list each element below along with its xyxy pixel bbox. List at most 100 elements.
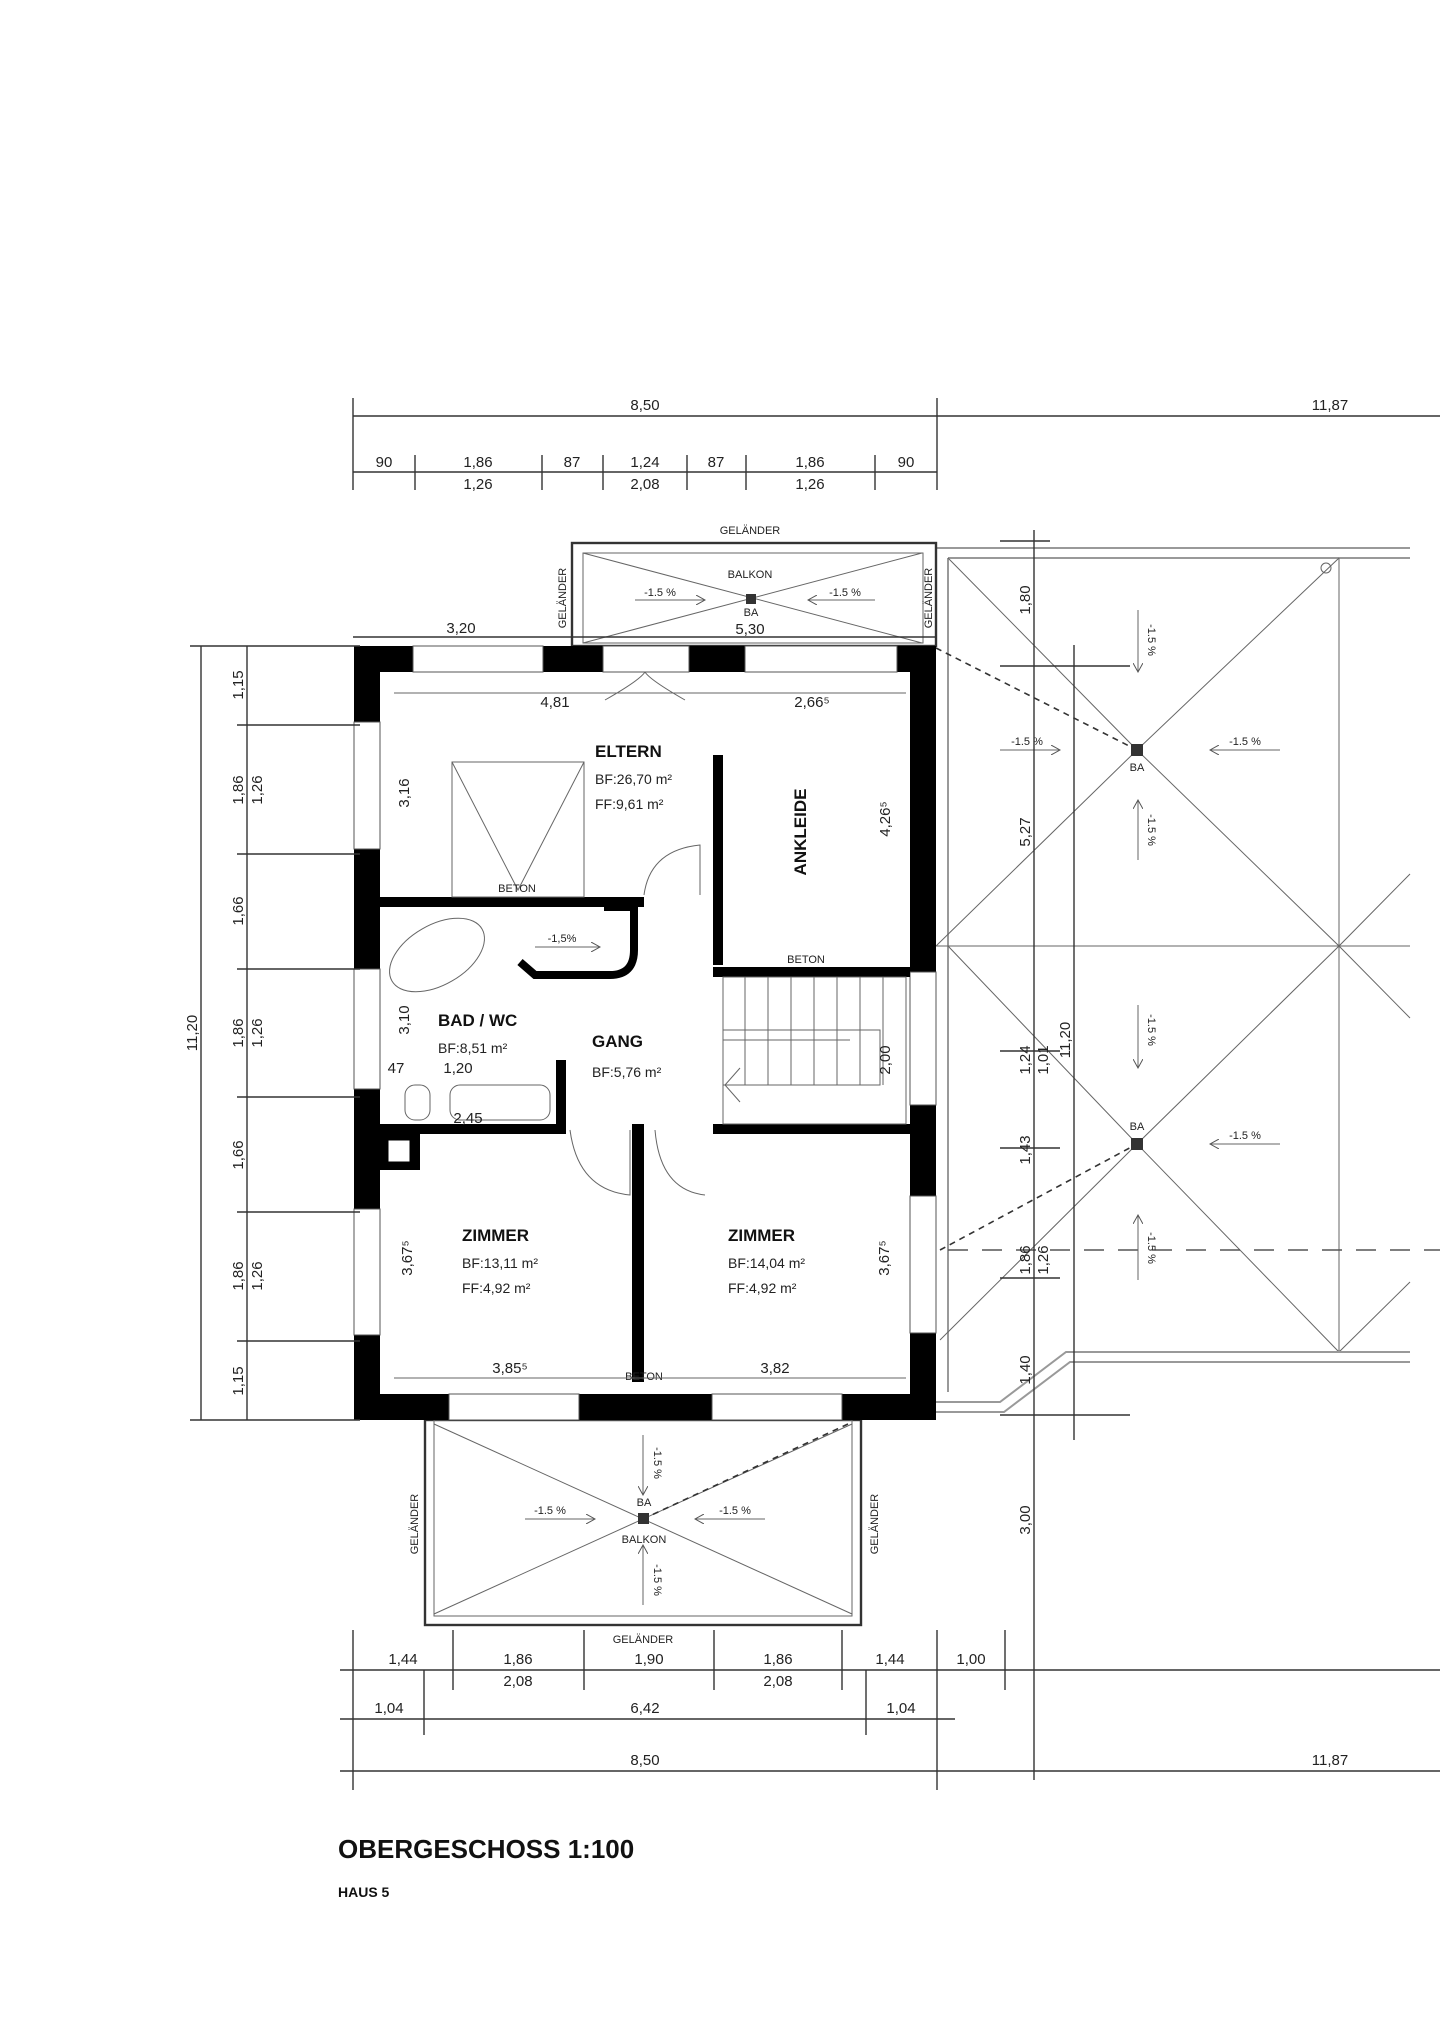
slope-label: -1.5 %: [1229, 1130, 1261, 1142]
room-name: ELTERN: [595, 742, 662, 761]
dimension: 11,87: [1312, 1752, 1348, 1769]
dimension: 1,86: [763, 1651, 792, 1668]
room-area: BF:8,51 m²: [438, 1040, 508, 1056]
dimension: 2,00: [877, 1045, 894, 1074]
room-zimmer-right: ZIMMER BF:14,04 m² FF:4,92 m² 3,67⁵ 3,82…: [394, 1226, 906, 1383]
building-walls: [353, 645, 937, 1421]
dimension: 11,20: [1057, 1022, 1074, 1058]
dimension: 1,15: [230, 670, 247, 699]
dimension: 3,67⁵: [399, 1240, 416, 1275]
drain-label: BA: [1130, 1121, 1145, 1133]
dimension: 5,27: [1017, 817, 1034, 846]
dimension: 87: [708, 454, 725, 471]
dimension: 1,86: [503, 1651, 532, 1668]
dimension: 1,15: [230, 1366, 247, 1395]
dimension: 1,86: [230, 1018, 247, 1047]
dimension-chain-top: 8,50 11,87 90 1,86 87 1,24 87 1,86 90 1,…: [352, 397, 1440, 493]
dimension: 2,08: [763, 1673, 792, 1690]
dimension: 90: [898, 454, 915, 471]
dimension: 11,87: [1312, 397, 1348, 414]
room-area: BF:26,70 m²: [595, 771, 672, 787]
dimension: 5,30: [735, 621, 764, 638]
dimension: 1,66: [230, 896, 247, 925]
room-area: BF:5,76 m²: [592, 1064, 662, 1080]
material-label: BETON: [625, 1371, 663, 1383]
slope-label: -1.5 %: [1145, 1014, 1157, 1046]
dimension: 4,26⁵: [877, 801, 894, 836]
dimension: 1,44: [875, 1651, 904, 1668]
dimension: 1,40: [1017, 1355, 1034, 1384]
railing-label: GELÄNDER: [720, 525, 781, 537]
room-area: FF:4,92 m²: [728, 1280, 797, 1296]
dimension: 1,01: [1035, 1045, 1052, 1074]
railing-label: GELÄNDER: [613, 1634, 674, 1646]
dimension: 1,90: [634, 1651, 663, 1668]
dimension: 1,86: [463, 454, 492, 471]
dimension: 1,43: [1017, 1135, 1034, 1164]
dimension: 3,00: [1017, 1505, 1034, 1534]
dimension: 3,10: [396, 1005, 413, 1034]
dimension: 90: [376, 454, 393, 471]
slope-label: -1,5%: [548, 933, 577, 945]
dimension: 3,20: [446, 620, 475, 637]
dimension: 2,08: [503, 1673, 532, 1690]
dimension: 1,24: [1017, 1045, 1034, 1074]
material-label: BETON: [498, 883, 536, 895]
dimension: 1,86: [230, 1261, 247, 1290]
slope-label: -1.5 %: [1145, 624, 1157, 656]
room-area: BF:13,11 m²: [462, 1255, 538, 1271]
balcony-top: BALKON BA -1.5 % -1.5 % GELÄNDER GELÄNDE…: [353, 525, 938, 648]
dimension: 1,44: [388, 1651, 417, 1668]
balcony-bottom: BA BALKON -1.5 % -1.5 % -1.5 % -1.5 % GE…: [409, 1418, 881, 1646]
dimension: 1,26: [463, 476, 492, 493]
dimension: 2,66⁵: [794, 694, 829, 711]
slope-label: -1.5 %: [644, 587, 676, 599]
dimension: 87: [564, 454, 581, 471]
dimension: 1,04: [374, 1700, 403, 1717]
room-name: BAD / WC: [438, 1011, 517, 1030]
floor-drain-icon: [746, 594, 756, 604]
drain-label: BA: [1130, 762, 1145, 774]
dimension: 11,20: [184, 1015, 201, 1051]
room-bad: BAD / WC BF:8,51 m² 3,10 47 1,20 2,45 -1…: [388, 933, 600, 1127]
room-name: ZIMMER: [462, 1226, 529, 1245]
dimension: 3,67⁵: [876, 1240, 893, 1275]
dimension: 3,82: [760, 1360, 789, 1377]
dimension-chain-right: 1,80 5,27 11,20 1,24 1,01 1,43 1,86 1,26…: [1000, 530, 1130, 1780]
room-gang: GANG BF:5,76 m² 2,00: [592, 1032, 894, 1080]
room-area: BF:14,04 m²: [728, 1255, 805, 1271]
dimension: 8,50: [630, 1752, 659, 1769]
dimension: 4,81: [540, 694, 569, 711]
dimension: 1,26: [1035, 1245, 1052, 1274]
dimension: 1,20: [443, 1060, 472, 1077]
slope-label: -1.5 %: [829, 587, 861, 599]
dimension: 3,16: [396, 778, 413, 807]
dimension-chain-bottom: 1,44 1,86 1,90 1,86 1,44 1,00 2,08 2,08 …: [340, 1630, 1440, 1790]
slope-label: -1.5 %: [534, 1505, 566, 1517]
dimension: 1,66: [230, 1140, 247, 1169]
dimension: 1,26: [249, 775, 266, 804]
balcony-label: BALKON: [728, 569, 773, 581]
floor-drain-icon: [1131, 1138, 1143, 1150]
staircase: [722, 976, 907, 1125]
slope-label: -1.5 %: [651, 1447, 663, 1479]
roof-terrace: BA BA -1.5 % -1.5 % -1.5 % -1.5 % -1.5 %…: [935, 547, 1440, 1413]
room-area: FF:9,61 m²: [595, 796, 664, 812]
drain-label: BA: [637, 1497, 652, 1509]
balcony-label: BALKON: [622, 1534, 667, 1546]
room-ankleide: ANKLEIDE 2,66⁵ 4,26⁵ BETON: [787, 694, 894, 966]
slope-label: -1.5 %: [719, 1505, 751, 1517]
dimension: 1,00: [956, 1651, 985, 1668]
slope-label: -1.5 %: [1145, 1232, 1157, 1264]
slope-label: -1.5 %: [1145, 814, 1157, 846]
dimension: 47: [388, 1060, 405, 1077]
floor-drain-icon: [1131, 744, 1143, 756]
dimension: 1,24: [630, 454, 659, 471]
dimension: 1,04: [886, 1700, 915, 1717]
room-eltern: ELTERN BF:26,70 m² FF:9,61 m² 4,81 3,16 …: [394, 692, 906, 895]
room-area: FF:4,92 m²: [462, 1280, 531, 1296]
dimension: 3,85⁵: [492, 1360, 527, 1377]
dimension: 1,26: [795, 476, 824, 493]
dimension: 1,26: [249, 1018, 266, 1047]
